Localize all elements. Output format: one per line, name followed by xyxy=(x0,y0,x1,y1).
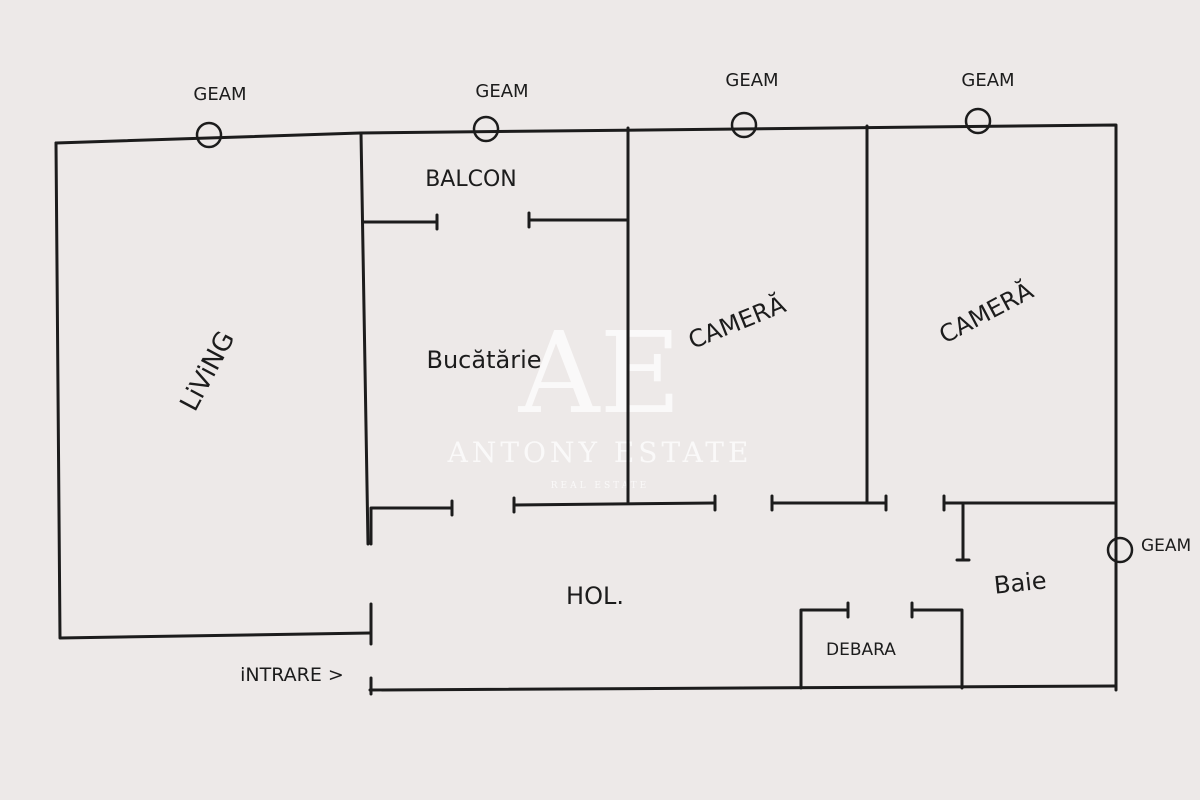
window-camera-1-icon xyxy=(730,111,758,139)
living-kitchen-wall xyxy=(359,131,370,546)
window-label-balcony: GEAM xyxy=(475,81,528,102)
window-living-icon xyxy=(195,121,223,149)
room-label-baie: Baie xyxy=(993,566,1048,599)
closet-wall-left xyxy=(799,608,850,690)
room-label-living: LiViNG xyxy=(175,326,242,416)
window-balcony-icon xyxy=(472,115,500,143)
room-label-camera-2: CAMERĂ xyxy=(934,275,1039,350)
walls xyxy=(54,123,1118,696)
watermark-tagline: REAL ESTATE xyxy=(551,481,650,491)
window-label-living: GEAM xyxy=(193,84,246,105)
window-label-camera-2: GEAM xyxy=(961,70,1014,91)
window-bath-icon xyxy=(1106,536,1134,564)
window-camera-2-icon xyxy=(964,107,992,135)
room-label-camera-1: CAMERĂ xyxy=(684,288,790,354)
room-label-hol: HOL. xyxy=(566,582,624,610)
living-wall-left-bottom xyxy=(54,141,372,640)
closet-wall-right xyxy=(910,608,964,690)
entrance-label: iNTRARE > xyxy=(240,664,344,686)
room-label-balcon: BALCON xyxy=(425,167,517,192)
window-label-bath: GEAM xyxy=(1141,536,1191,556)
watermark-name: ANTONY ESTATE xyxy=(447,436,753,469)
watermark: AE ANTONY ESTATE REAL ESTATE xyxy=(447,309,753,491)
watermark-logo: AE xyxy=(518,309,682,439)
hall-wall-middle xyxy=(512,501,717,507)
exterior-wall-top-right xyxy=(54,123,1118,692)
windows: GEAM GEAM GEAM GEAM GEAM xyxy=(193,70,1191,564)
exterior-wall-bottom xyxy=(368,684,1118,692)
room-label-bucatarie: Bucătărie xyxy=(427,346,542,374)
window-label-camera-1: GEAM xyxy=(725,70,778,91)
room-label-debara: DEBARA xyxy=(826,640,896,660)
